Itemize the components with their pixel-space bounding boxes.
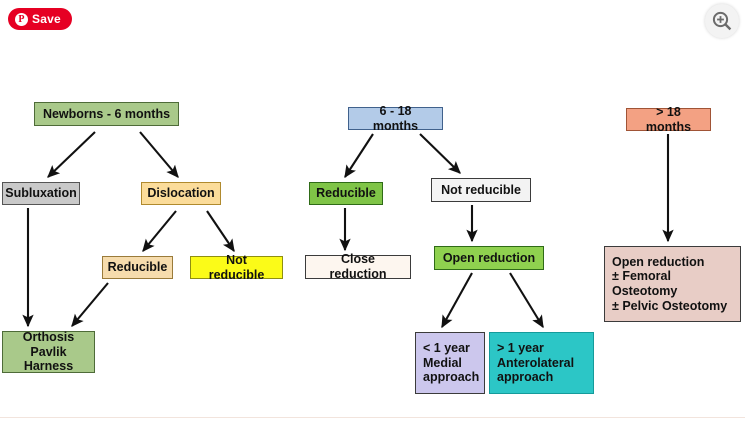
node-open-reduction-right: Open reduction ± Femoral Osteotomy ± Pel… xyxy=(604,246,741,322)
edge-open-to-under1 xyxy=(441,272,473,329)
magnifier-plus-glyph xyxy=(712,11,732,31)
footer-divider xyxy=(0,417,745,418)
node-not-reducible-left: Not reducible xyxy=(190,253,283,282)
edge-dislocation-to-not-reducible xyxy=(206,210,235,253)
save-button-label: Save xyxy=(32,12,61,26)
node-orthosis: Orthosis Pavlik Harness xyxy=(2,330,95,373)
node-not-reducible-mid: Not reducible xyxy=(431,178,531,202)
node-over-18-months: > 18 months xyxy=(626,105,711,134)
edge-newborns-to-dislocation xyxy=(139,131,179,178)
edge-open-to-over1 xyxy=(509,272,544,329)
node-subluxation: Subluxation xyxy=(2,182,80,205)
edge-reducible-to-orthosis xyxy=(71,282,109,327)
pinterest-save-button[interactable]: P Save xyxy=(8,8,72,30)
node-open-reduction-mid: Open reduction xyxy=(434,246,544,270)
node-under-1-year-medial: < 1 year Medial approach xyxy=(415,332,485,394)
node-6-18-months: 6 - 18 months xyxy=(348,104,443,133)
edge-dislocation-to-reducible xyxy=(142,210,177,252)
node-dislocation: Dislocation xyxy=(141,182,221,205)
node-close-reduction: Close reduction xyxy=(305,252,411,281)
edge-newborns-to-subluxation xyxy=(47,131,96,178)
node-newborns-6-months: Newborns - 6 months xyxy=(34,102,179,126)
node-reducible-left: Reducible xyxy=(102,256,173,279)
pinterest-icon: P xyxy=(15,12,28,26)
edge-6to18-to-not-reducible xyxy=(419,133,461,174)
node-reducible-mid: Reducible xyxy=(309,182,383,205)
magnifier-plus-icon[interactable] xyxy=(705,4,739,38)
node-over-1-year-antero: > 1 year Anterolateral approach xyxy=(489,332,594,394)
edge-6to18-to-reducible xyxy=(344,133,374,179)
